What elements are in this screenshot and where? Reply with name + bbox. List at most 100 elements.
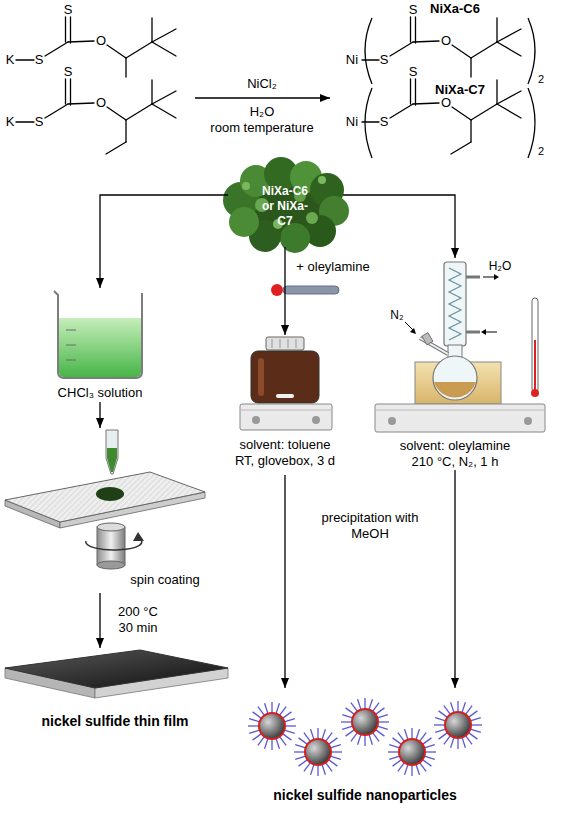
particle-core — [305, 739, 331, 765]
ligand-line — [271, 702, 272, 713]
ligand-line — [376, 730, 385, 736]
gas-label: N₂ — [390, 308, 403, 323]
ligand-line — [283, 712, 292, 718]
bond-line — [470, 58, 471, 77]
bond-line — [413, 41, 439, 42]
ligand-line — [423, 760, 432, 766]
thin-film-product: nickel sulfide thin film — [0, 648, 232, 733]
thin-film-substrate — [5, 650, 228, 698]
bond-line — [151, 80, 152, 104]
ligand-line — [423, 738, 432, 744]
ligand-line — [322, 764, 325, 774]
atom-label: S — [380, 52, 389, 68]
bond-line — [151, 18, 152, 42]
bond-line — [16, 121, 34, 122]
ligand-line — [398, 733, 404, 742]
atom-label: K — [6, 114, 15, 130]
bond-line — [65, 79, 66, 104]
ligand-line — [358, 699, 361, 709]
bond-line — [152, 42, 176, 56]
ligand-line — [317, 728, 318, 739]
bond-line — [152, 29, 176, 42]
ligand-line — [311, 729, 314, 739]
ligand-line — [416, 729, 419, 739]
ligand-line — [378, 721, 389, 722]
ligand-line — [405, 764, 408, 774]
ligand-line — [258, 707, 264, 716]
bond-line — [126, 42, 152, 58]
bond-line — [410, 17, 411, 42]
bond-line — [107, 45, 126, 58]
ligand-line — [435, 718, 445, 721]
ligand-line — [425, 751, 436, 752]
atom-label: S — [380, 114, 389, 130]
bond-line — [107, 107, 126, 120]
bond-line — [471, 42, 497, 58]
nanoparticle-product: nickel sulfide nanoparticles — [232, 688, 522, 808]
ligand-line — [299, 760, 308, 766]
bond-line — [496, 80, 497, 104]
ligand-line — [466, 706, 472, 715]
ligand-line — [416, 764, 419, 774]
green-powder — [223, 157, 349, 253]
ligand-line — [424, 756, 434, 759]
ligand-line — [470, 729, 480, 732]
ligand-line — [376, 708, 385, 714]
atom-label: O — [96, 95, 106, 111]
atom-label: Ni — [346, 52, 358, 68]
ligand-line — [342, 726, 352, 729]
particle-core — [399, 739, 425, 765]
ligand-line — [451, 702, 454, 712]
product-label: nickel sulfide nanoparticles — [273, 787, 457, 805]
ligand-line — [369, 734, 372, 744]
bond-line — [362, 59, 379, 60]
ligand-line — [351, 733, 357, 742]
bond-line — [497, 91, 521, 104]
flow-arrow — [100, 195, 228, 288]
ligand-line — [329, 738, 338, 744]
bond-line — [410, 79, 411, 104]
atom-label: O — [96, 33, 106, 49]
ligand-line — [420, 763, 426, 772]
ligand-line — [326, 733, 332, 742]
ligand-line — [276, 703, 279, 713]
subscript: 2 — [538, 73, 544, 87]
ligand-line — [265, 738, 268, 748]
bond-line — [470, 120, 471, 142]
bond-line — [152, 91, 176, 104]
ligand-line — [377, 726, 387, 729]
ligand-line — [249, 719, 259, 722]
edge-label: 200 °C 30 min — [110, 604, 166, 637]
ligand-line — [373, 703, 379, 712]
bond-line — [16, 59, 34, 60]
ligand-line — [284, 719, 294, 722]
bond-line — [390, 104, 413, 118]
particle-core — [445, 712, 471, 738]
condition-label: solvent: toluene RT, glovebox, 3 d — [229, 437, 341, 470]
flow-arrow — [195, 97, 330, 98]
solution-beaker: CHCl₃ solution — [50, 288, 150, 402]
flow-arrow — [454, 470, 455, 688]
ligand-line — [294, 751, 305, 752]
condition-label: H₂O — [250, 104, 275, 120]
ligand-line — [462, 737, 465, 747]
precursor-powder: NiXa-C6 or NiXa-C7 — [228, 165, 343, 247]
ligand-line — [393, 760, 402, 766]
product-structures: NiXa-C6SNiSO2NiXa-C7SNiSO2 — [330, 0, 567, 160]
bond-line — [390, 42, 413, 56]
ligand-line — [466, 736, 472, 745]
atom-label: S — [64, 2, 73, 18]
atom-label: S — [409, 2, 418, 18]
condition-label: solvent: oleylamine 210 °C, N₂, 1 h — [393, 438, 518, 471]
ligand-line — [471, 724, 482, 725]
ligand-line — [326, 763, 332, 772]
ligand-line — [398, 763, 404, 772]
ligand-line — [331, 751, 342, 752]
spin-coating-step: spin coating — [0, 428, 225, 593]
ligand-line — [265, 703, 268, 713]
bond-line — [496, 18, 497, 42]
bond-line — [471, 104, 497, 120]
bond-line — [452, 107, 471, 120]
atom-label: Ni — [346, 114, 358, 130]
ligand-line — [411, 765, 412, 776]
